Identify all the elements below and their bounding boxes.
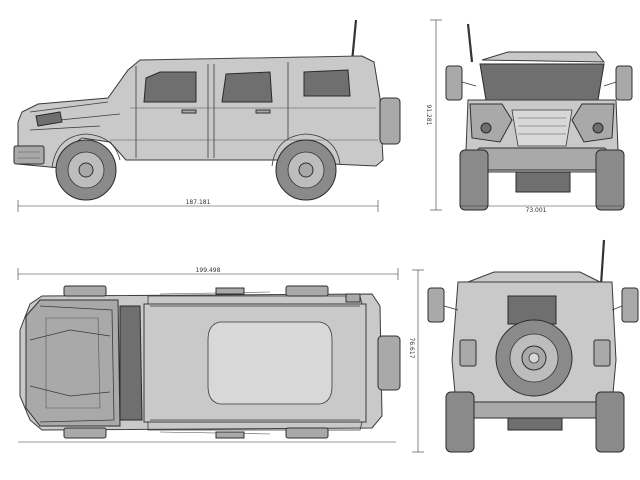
- rear-spare-wheel: [495, 319, 573, 397]
- side-window-front: [143, 71, 197, 103]
- side-front-bumper: [13, 145, 45, 165]
- rear-right-taillight: [593, 339, 611, 367]
- side-length-dimension: 187.181: [17, 199, 379, 212]
- top-rear-left-fender: [285, 285, 329, 297]
- top-roof-hatch: [207, 321, 333, 405]
- front-width-dimension: 73.001: [460, 205, 622, 214]
- top-rear-right-fender: [285, 427, 329, 439]
- front-antenna: [466, 23, 474, 63]
- top-front-left-fender: [63, 285, 107, 297]
- side-spare-wheel: [379, 97, 401, 145]
- side-front-wheel: [55, 139, 117, 201]
- front-left-headlight-cluster: [469, 103, 513, 143]
- front-view: 91.281 73.001: [425, 19, 633, 214]
- side-antenna: [350, 19, 358, 63]
- rear-view: 76.617: [408, 239, 639, 453]
- rear-window: [507, 295, 557, 325]
- rear-height-dimension: 76.617: [408, 269, 424, 453]
- side-view: 187.181: [13, 19, 401, 212]
- rear-width-label: 76.617: [408, 338, 415, 359]
- front-grille: [511, 109, 573, 147]
- front-right-headlight-cluster: [571, 103, 615, 143]
- top-hood: [25, 299, 121, 427]
- top-length-dimension: 199.498: [17, 267, 399, 280]
- top-windshield: [119, 305, 143, 421]
- front-bumper: [477, 147, 607, 171]
- front-height-label: 91.281: [425, 105, 432, 126]
- rear-left-taillight: [459, 339, 477, 367]
- rear-left-tire: [445, 391, 475, 453]
- side-window-middle: [221, 71, 273, 103]
- rear-right-tire: [595, 391, 625, 453]
- rear-bumper: [469, 401, 601, 419]
- rear-left-mirror: [427, 287, 445, 323]
- front-width-label: 73.001: [526, 207, 547, 214]
- front-left-tire: [459, 149, 489, 211]
- side-rear-wheel: [275, 139, 337, 201]
- top-front-right-fender: [63, 427, 107, 439]
- top-spare-wheel: [377, 335, 401, 391]
- front-right-tire: [595, 149, 625, 211]
- top-view: 199.498: [17, 267, 401, 443]
- front-skid-plate: [515, 171, 571, 193]
- top-length-label: 199.498: [196, 267, 221, 274]
- rear-right-mirror: [621, 287, 639, 323]
- front-windshield: [479, 63, 605, 101]
- front-right-mirror: [615, 65, 633, 101]
- rear-skid-plate: [507, 417, 563, 431]
- side-headlight: [35, 111, 63, 127]
- front-left-mirror: [445, 65, 463, 101]
- side-window-rear: [303, 69, 351, 97]
- front-height-dimension: 91.281: [425, 19, 442, 211]
- side-length-label: 187.181: [186, 199, 211, 206]
